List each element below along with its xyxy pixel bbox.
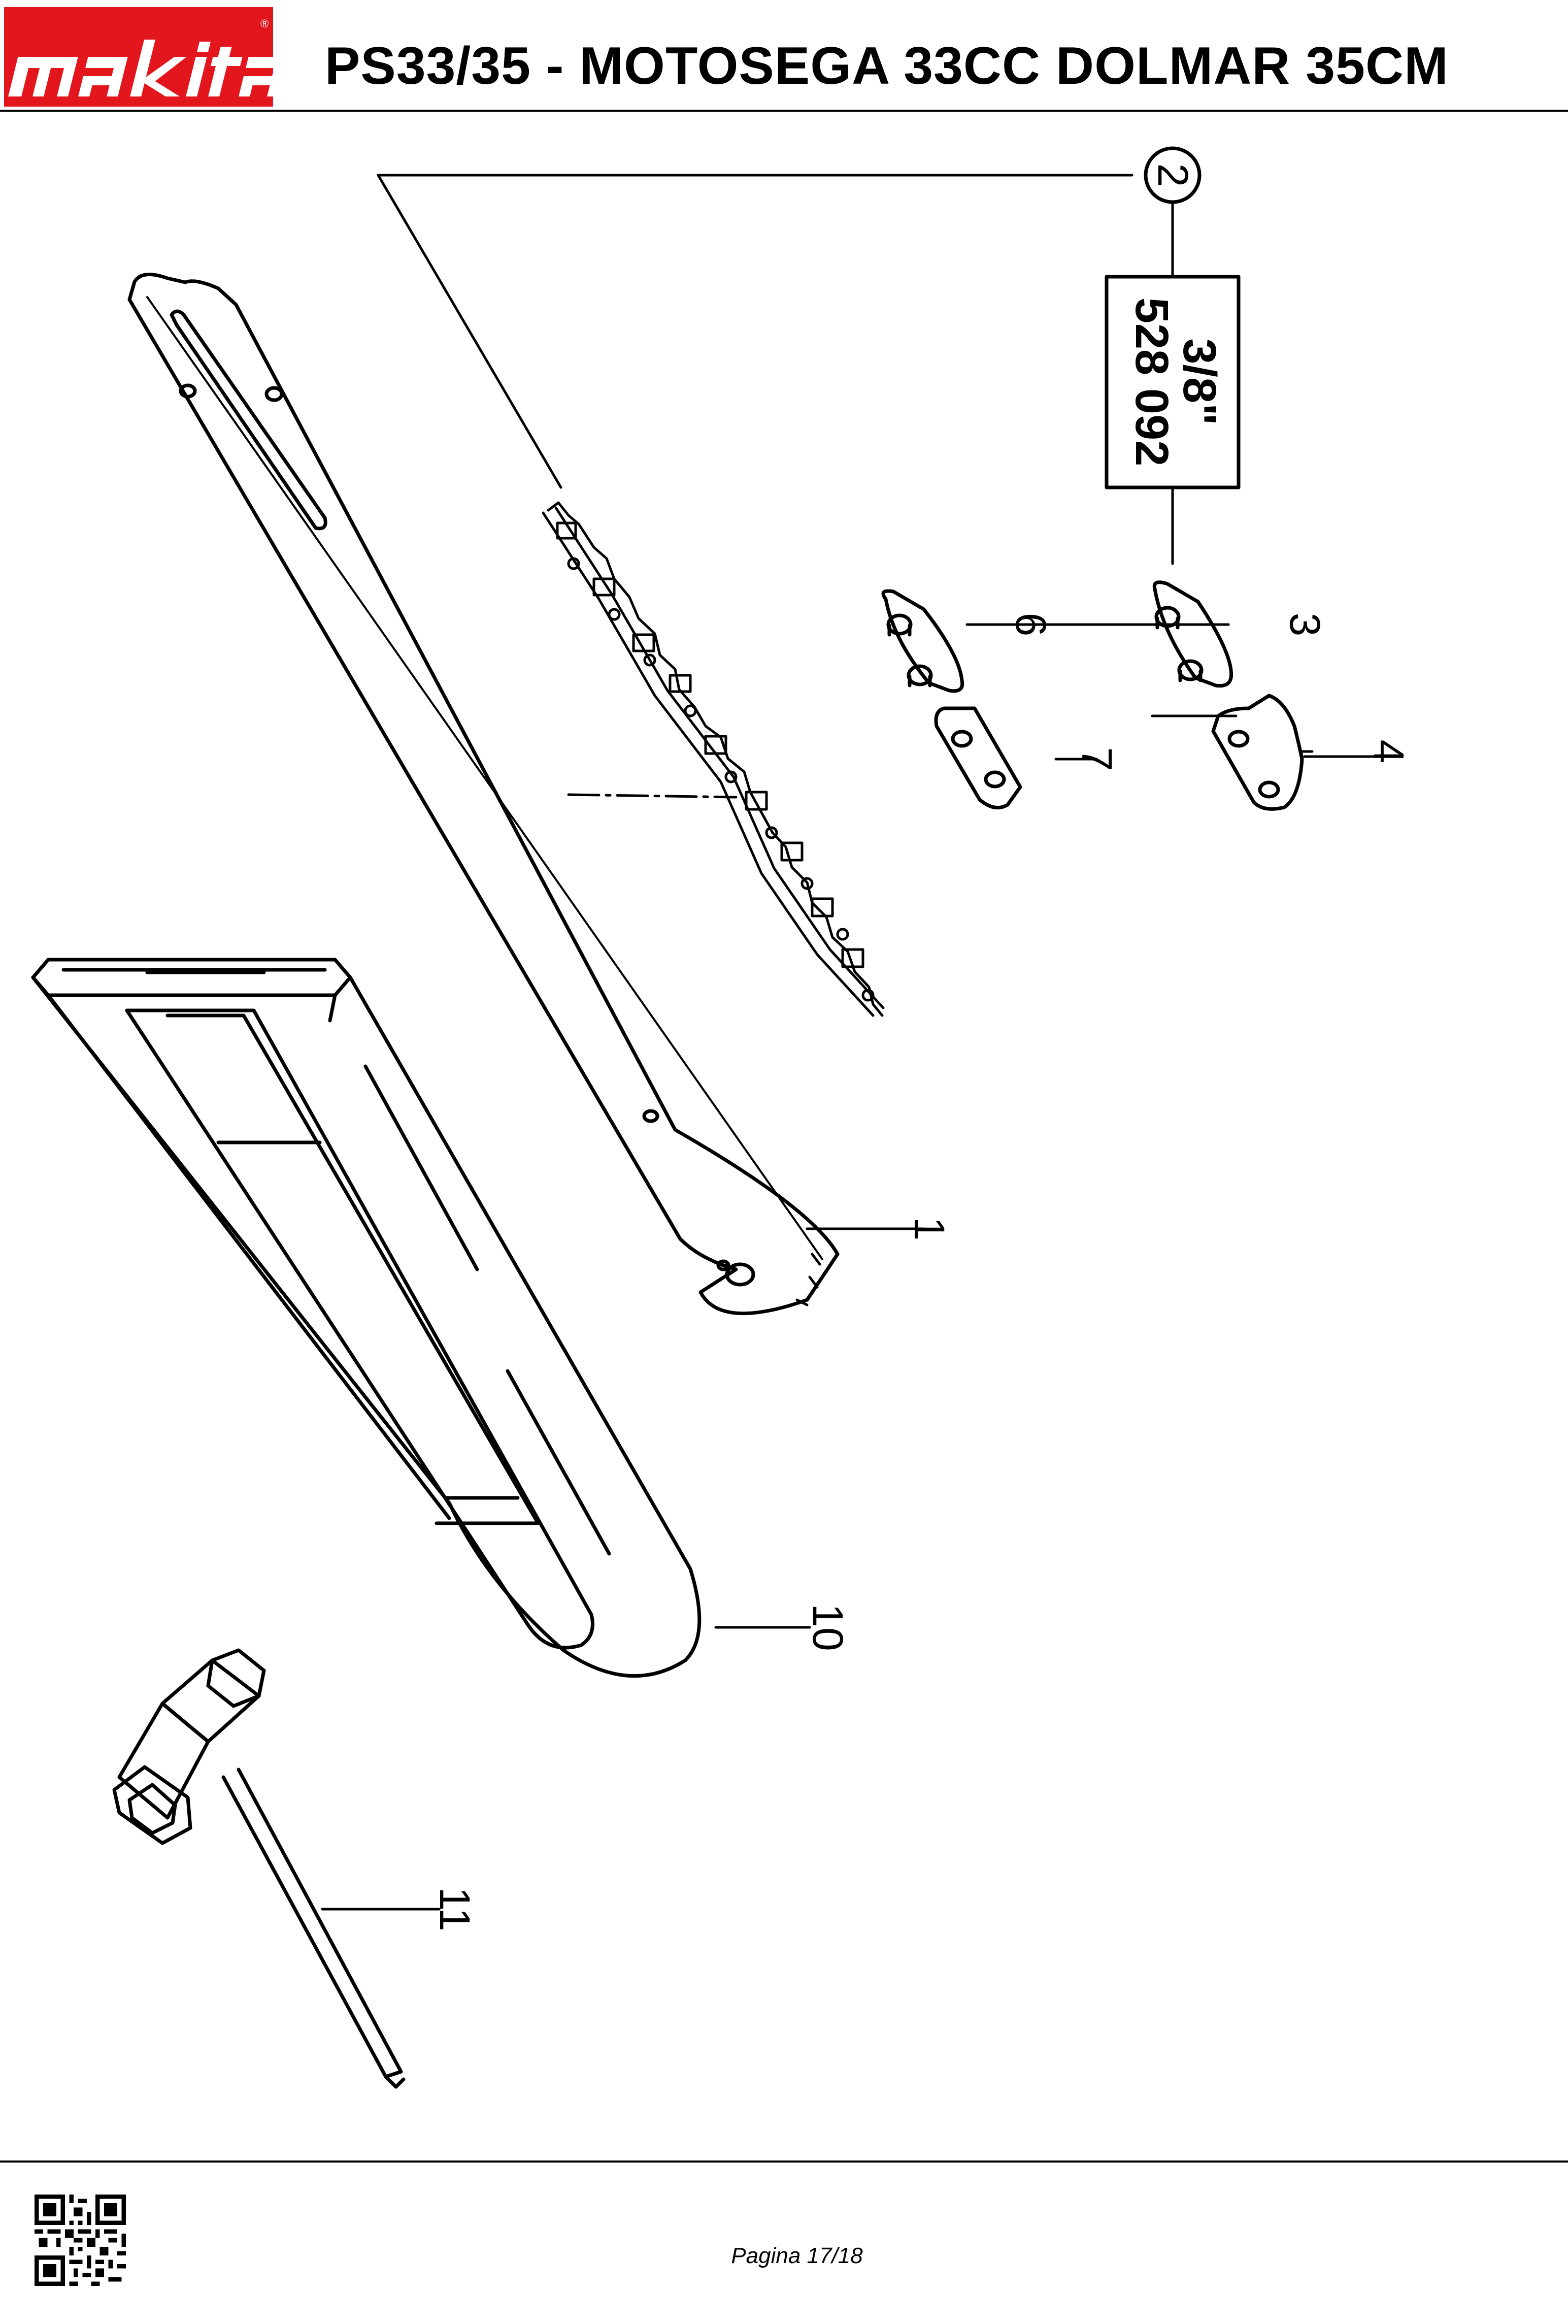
group-label-box	[1105, 275, 1241, 489]
callout-3: 3	[1281, 613, 1329, 637]
rivet-part-3	[1152, 580, 1233, 688]
group-number-circle	[1144, 146, 1202, 204]
header-divider	[0, 110, 1568, 112]
link-part-7	[934, 706, 1022, 810]
svg-text:®: ®	[260, 17, 269, 30]
bar-cover-part	[31, 958, 702, 1678]
group-part-code-label: 528 092	[1126, 298, 1178, 467]
callout-4: 4	[1365, 740, 1413, 764]
saw-chain-part	[542, 501, 885, 1017]
callout-7: 7	[1073, 747, 1121, 771]
makita-logo: ®	[4, 7, 273, 107]
callout-11: 11	[431, 1887, 479, 1931]
callout-10: 10	[804, 1603, 852, 1651]
guide-bar-part	[127, 272, 840, 1316]
footer-divider	[0, 2161, 1568, 2163]
qr-code-icon	[35, 2195, 126, 2286]
exploded-parts-diagram: 3/8" 528 092 2 1 3 4 6 7 10 11	[31, 146, 1413, 2089]
page-number: Pagina 17/18	[731, 2243, 863, 2268]
group-number-label: 2	[1149, 163, 1197, 187]
callout-6: 6	[1007, 613, 1055, 637]
side-link-part-4	[1211, 694, 1304, 811]
group-pitch-label: 3/8"	[1174, 338, 1225, 425]
page-title: PS33/35 - MOTOSEGA 33CC DOLMAR 35CM	[325, 37, 1449, 95]
callout-1: 1	[906, 1217, 953, 1241]
wrench-part	[112, 1648, 406, 2089]
rivet-part-6	[881, 589, 964, 693]
